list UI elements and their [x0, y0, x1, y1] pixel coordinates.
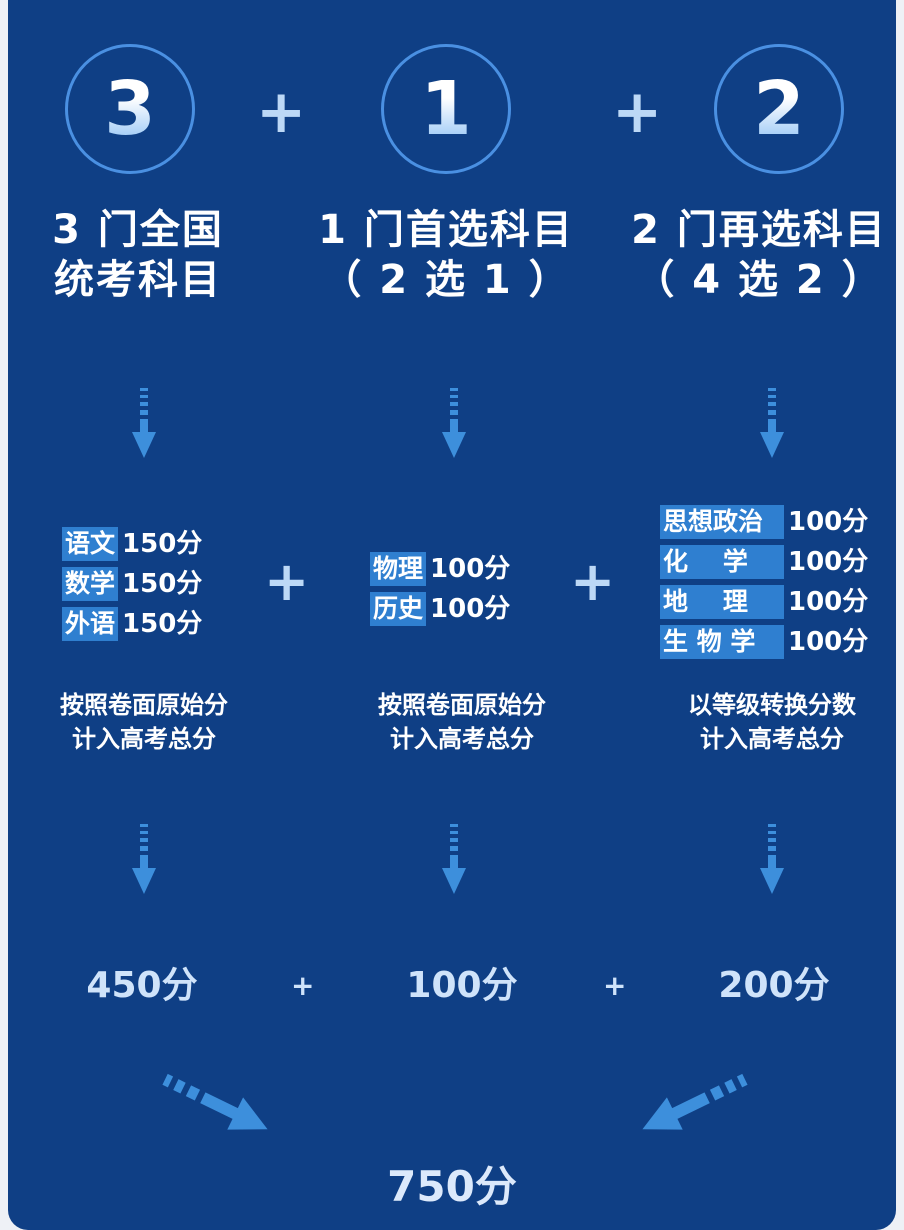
grand-total: 750分 [387, 1162, 517, 1211]
score-rule-1: 按照卷面原始分 计入高考总分 [8, 688, 284, 756]
subject-score: 150分 [122, 529, 203, 559]
score-rule-3: 以等级转换分数 计入高考总分 [632, 688, 896, 756]
subject-row: 外语 150分 [62, 607, 202, 641]
count-circle-1: 3 [65, 44, 195, 174]
column-title-3: 2 门再选科目 （ 4 选 2 ） [629, 205, 889, 305]
score-rule-3-line1: 以等级转换分数 [688, 691, 856, 719]
subject-row: 物理 100分 [370, 552, 510, 586]
score-rule-2-line2: 计入高考总分 [390, 725, 534, 753]
count-circle-2: 1 [381, 44, 511, 174]
count-number-1: 3 [104, 66, 156, 152]
plus-sign-bottom-1: + [291, 969, 315, 1002]
subject-row: 语文 150分 [62, 527, 202, 561]
column-title-2-line2: （ 2 选 1 ） [321, 257, 571, 303]
subject-list-1: 语文 150分 数学 150分 外语 150分 [62, 527, 202, 647]
subject-name: 生 物 学 [660, 625, 784, 659]
count-circle-3: 2 [714, 44, 844, 174]
score-rule-1-line2: 计入高考总分 [72, 725, 216, 753]
column-title-2: 1 门首选科目 （ 2 选 1 ） [316, 205, 576, 305]
column-title-1-line2: 统考科目 [54, 257, 222, 303]
subject-name: 历史 [370, 592, 427, 626]
count-number-3: 2 [753, 66, 805, 152]
subject-name: 化 学 [660, 545, 784, 579]
diagonal-arrow-right-icon [162, 1073, 268, 1130]
subject-score: 150分 [122, 609, 203, 639]
subject-list-3: 思想政治 100分 化 学 100分 地 理 100分 生 物 学 100分 [660, 505, 868, 665]
column-title-2-line1: 1 门首选科目 [318, 207, 574, 253]
subject-score: 100分 [430, 554, 511, 584]
score-rule-2-line1: 按照卷面原始分 [378, 691, 546, 719]
column-title-3-line1: 2 门再选科目 [631, 207, 887, 253]
column-title-1-line1: 3 门全国 [52, 207, 224, 253]
column-total-1: 450分 [86, 965, 198, 1006]
subject-name: 物理 [370, 552, 427, 586]
score-rule-3-line2: 计入高考总分 [700, 725, 844, 753]
subject-score: 100分 [430, 594, 511, 624]
plus-sign-mid-2: + [570, 550, 616, 613]
subject-score: 100分 [788, 587, 869, 617]
down-arrow-icon [442, 824, 466, 894]
subject-name: 思想政治 [660, 505, 784, 539]
subject-row: 历史 100分 [370, 592, 510, 626]
column-total-3: 200分 [718, 965, 830, 1006]
subject-row: 地 理 100分 [660, 585, 868, 619]
plus-sign-top-2: + [612, 77, 663, 147]
subject-list-2: 物理 100分 历史 100分 [370, 552, 510, 632]
diagonal-arrow-left-icon [642, 1073, 748, 1130]
subject-row: 化 学 100分 [660, 545, 868, 579]
score-rule-1-line1: 按照卷面原始分 [60, 691, 228, 719]
count-number-2: 1 [420, 66, 472, 152]
subject-row: 思想政治 100分 [660, 505, 868, 539]
down-arrow-icon [132, 388, 156, 458]
subject-name: 地 理 [660, 585, 784, 619]
subject-score: 100分 [788, 547, 869, 577]
column-title-3-line2: （ 4 选 2 ） [634, 257, 884, 303]
column-title-1: 3 门全国 统考科目 [8, 205, 268, 305]
down-arrow-icon [442, 388, 466, 458]
exam-structure-panel: 3 + 1 + 2 3 门全国 统考科目 1 门首选科目 （ 2 选 1 ） 2… [8, 0, 896, 1230]
score-rule-2: 按照卷面原始分 计入高考总分 [322, 688, 602, 756]
subject-name: 数学 [62, 567, 119, 601]
column-total-2: 100分 [406, 965, 518, 1006]
subject-score: 100分 [788, 627, 869, 657]
subject-name: 语文 [62, 527, 119, 561]
down-arrow-icon [760, 824, 784, 894]
down-arrow-icon [760, 388, 784, 458]
plus-sign-top-1: + [256, 77, 307, 147]
plus-sign-mid-1: + [264, 550, 310, 613]
plus-sign-bottom-2: + [603, 969, 627, 1002]
subject-row: 生 物 学 100分 [660, 625, 868, 659]
subject-score: 100分 [788, 507, 869, 537]
down-arrow-icon [132, 824, 156, 894]
subject-score: 150分 [122, 569, 203, 599]
subject-name: 外语 [62, 607, 119, 641]
subject-row: 数学 150分 [62, 567, 202, 601]
